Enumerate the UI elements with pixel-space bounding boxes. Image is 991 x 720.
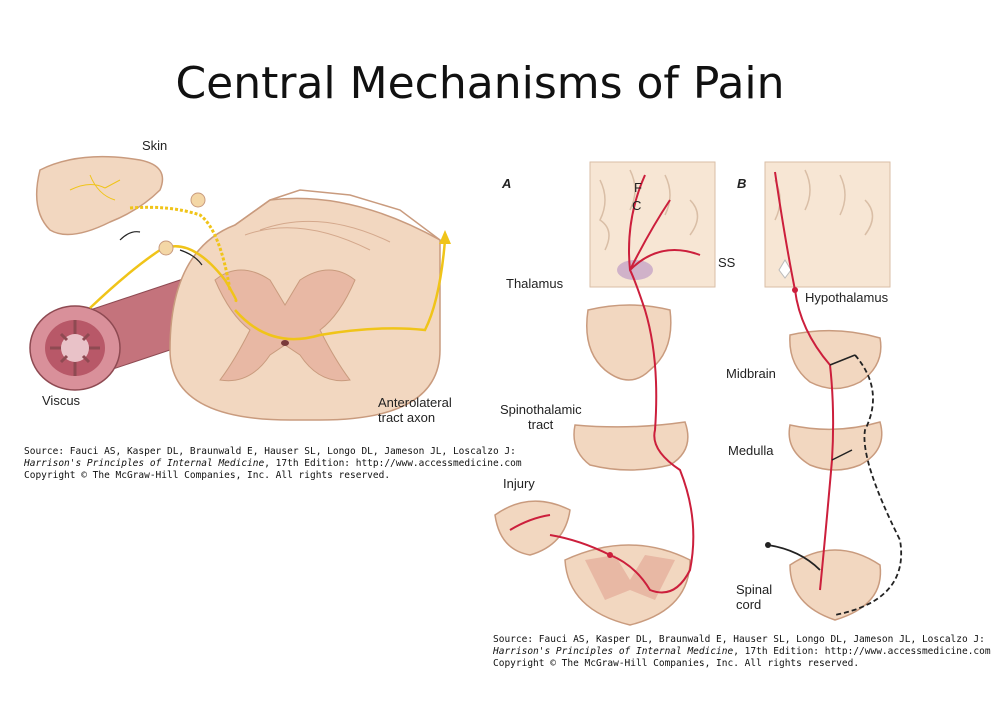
left-source-citation: Source: Fauci AS, Kasper DL, Braunwald E… xyxy=(24,446,522,482)
medulla-section-b xyxy=(788,421,883,471)
label-c: C xyxy=(632,198,642,213)
label-spinothalamic-line2: tract xyxy=(528,417,554,432)
midbrain-section-a xyxy=(586,304,672,381)
viscus-tube xyxy=(29,274,207,391)
label-injury: Injury xyxy=(503,476,535,491)
spinal-cord-illustration xyxy=(29,155,451,421)
label-midbrain: Midbrain xyxy=(726,366,776,381)
right-source-line2: Harrison's Principles of Internal Medici… xyxy=(493,646,991,658)
label-hypothalamus: Hypothalamus xyxy=(805,290,889,305)
label-spinothalamic-line1: Spinothalamic xyxy=(500,402,582,417)
label-f: F xyxy=(634,180,642,195)
label-ss: SS xyxy=(718,255,736,270)
medulla-section-a xyxy=(573,421,689,471)
label-anterolateral-line2: tract axon xyxy=(378,410,436,425)
anterolateral-tract-axon xyxy=(234,239,447,341)
midbrain-section-b xyxy=(789,329,882,390)
left-source-line2: Harrison's Principles of Internal Medici… xyxy=(24,458,522,470)
label-spinal-line1: Spinal xyxy=(736,582,773,597)
left-source-line1: Source: Fauci AS, Kasper DL, Braunwald E… xyxy=(24,446,516,457)
right-source-line1: Source: Fauci AS, Kasper DL, Braunwald E… xyxy=(493,634,985,645)
label-viscus: Viscus xyxy=(42,393,81,408)
spinothalamic-pathway xyxy=(549,174,695,594)
descending-pathway xyxy=(774,171,835,591)
viscus-afferent-fiber xyxy=(89,245,238,309)
pain-pathways-illustration xyxy=(494,161,902,626)
right-source-book-title: Harrison's Principles of Internal Medici… xyxy=(493,646,734,657)
slide-title: Central Mechanisms of Pain xyxy=(175,58,785,109)
right-source-copyright: Copyright © The McGraw-Hill Companies, I… xyxy=(493,658,860,669)
brain-section-a xyxy=(589,161,716,288)
label-anterolateral-line1: Anterolateral xyxy=(378,395,452,410)
label-medulla: Medulla xyxy=(728,443,774,458)
left-source-copyright: Copyright © The McGraw-Hill Companies, I… xyxy=(24,470,391,481)
brain-section-b xyxy=(764,161,891,288)
right-source-edition: , 17th Edition: http://www.accessmedicin… xyxy=(733,646,991,657)
label-spinal-line2: cord xyxy=(736,597,762,612)
left-source-edition: , 17th Edition: http://www.accessmedicin… xyxy=(264,458,522,469)
skin-afferent-fiber xyxy=(129,205,232,291)
panel-a-label: A xyxy=(502,176,512,191)
spinal-cord-block xyxy=(169,189,441,421)
gray-matter xyxy=(214,269,356,382)
panel-b-label: B xyxy=(737,176,747,191)
injured-skin xyxy=(494,500,571,556)
label-skin: Skin xyxy=(142,138,168,153)
descending-dashed-pathway xyxy=(834,354,902,616)
label-thalamus: Thalamus xyxy=(506,276,564,291)
left-source-book-title: Harrison's Principles of Internal Medici… xyxy=(24,458,265,469)
spinal-cord-section-b xyxy=(789,549,882,621)
skin-flap xyxy=(35,155,164,236)
right-source-citation: Source: Fauci AS, Kasper DL, Braunwald E… xyxy=(493,634,991,670)
